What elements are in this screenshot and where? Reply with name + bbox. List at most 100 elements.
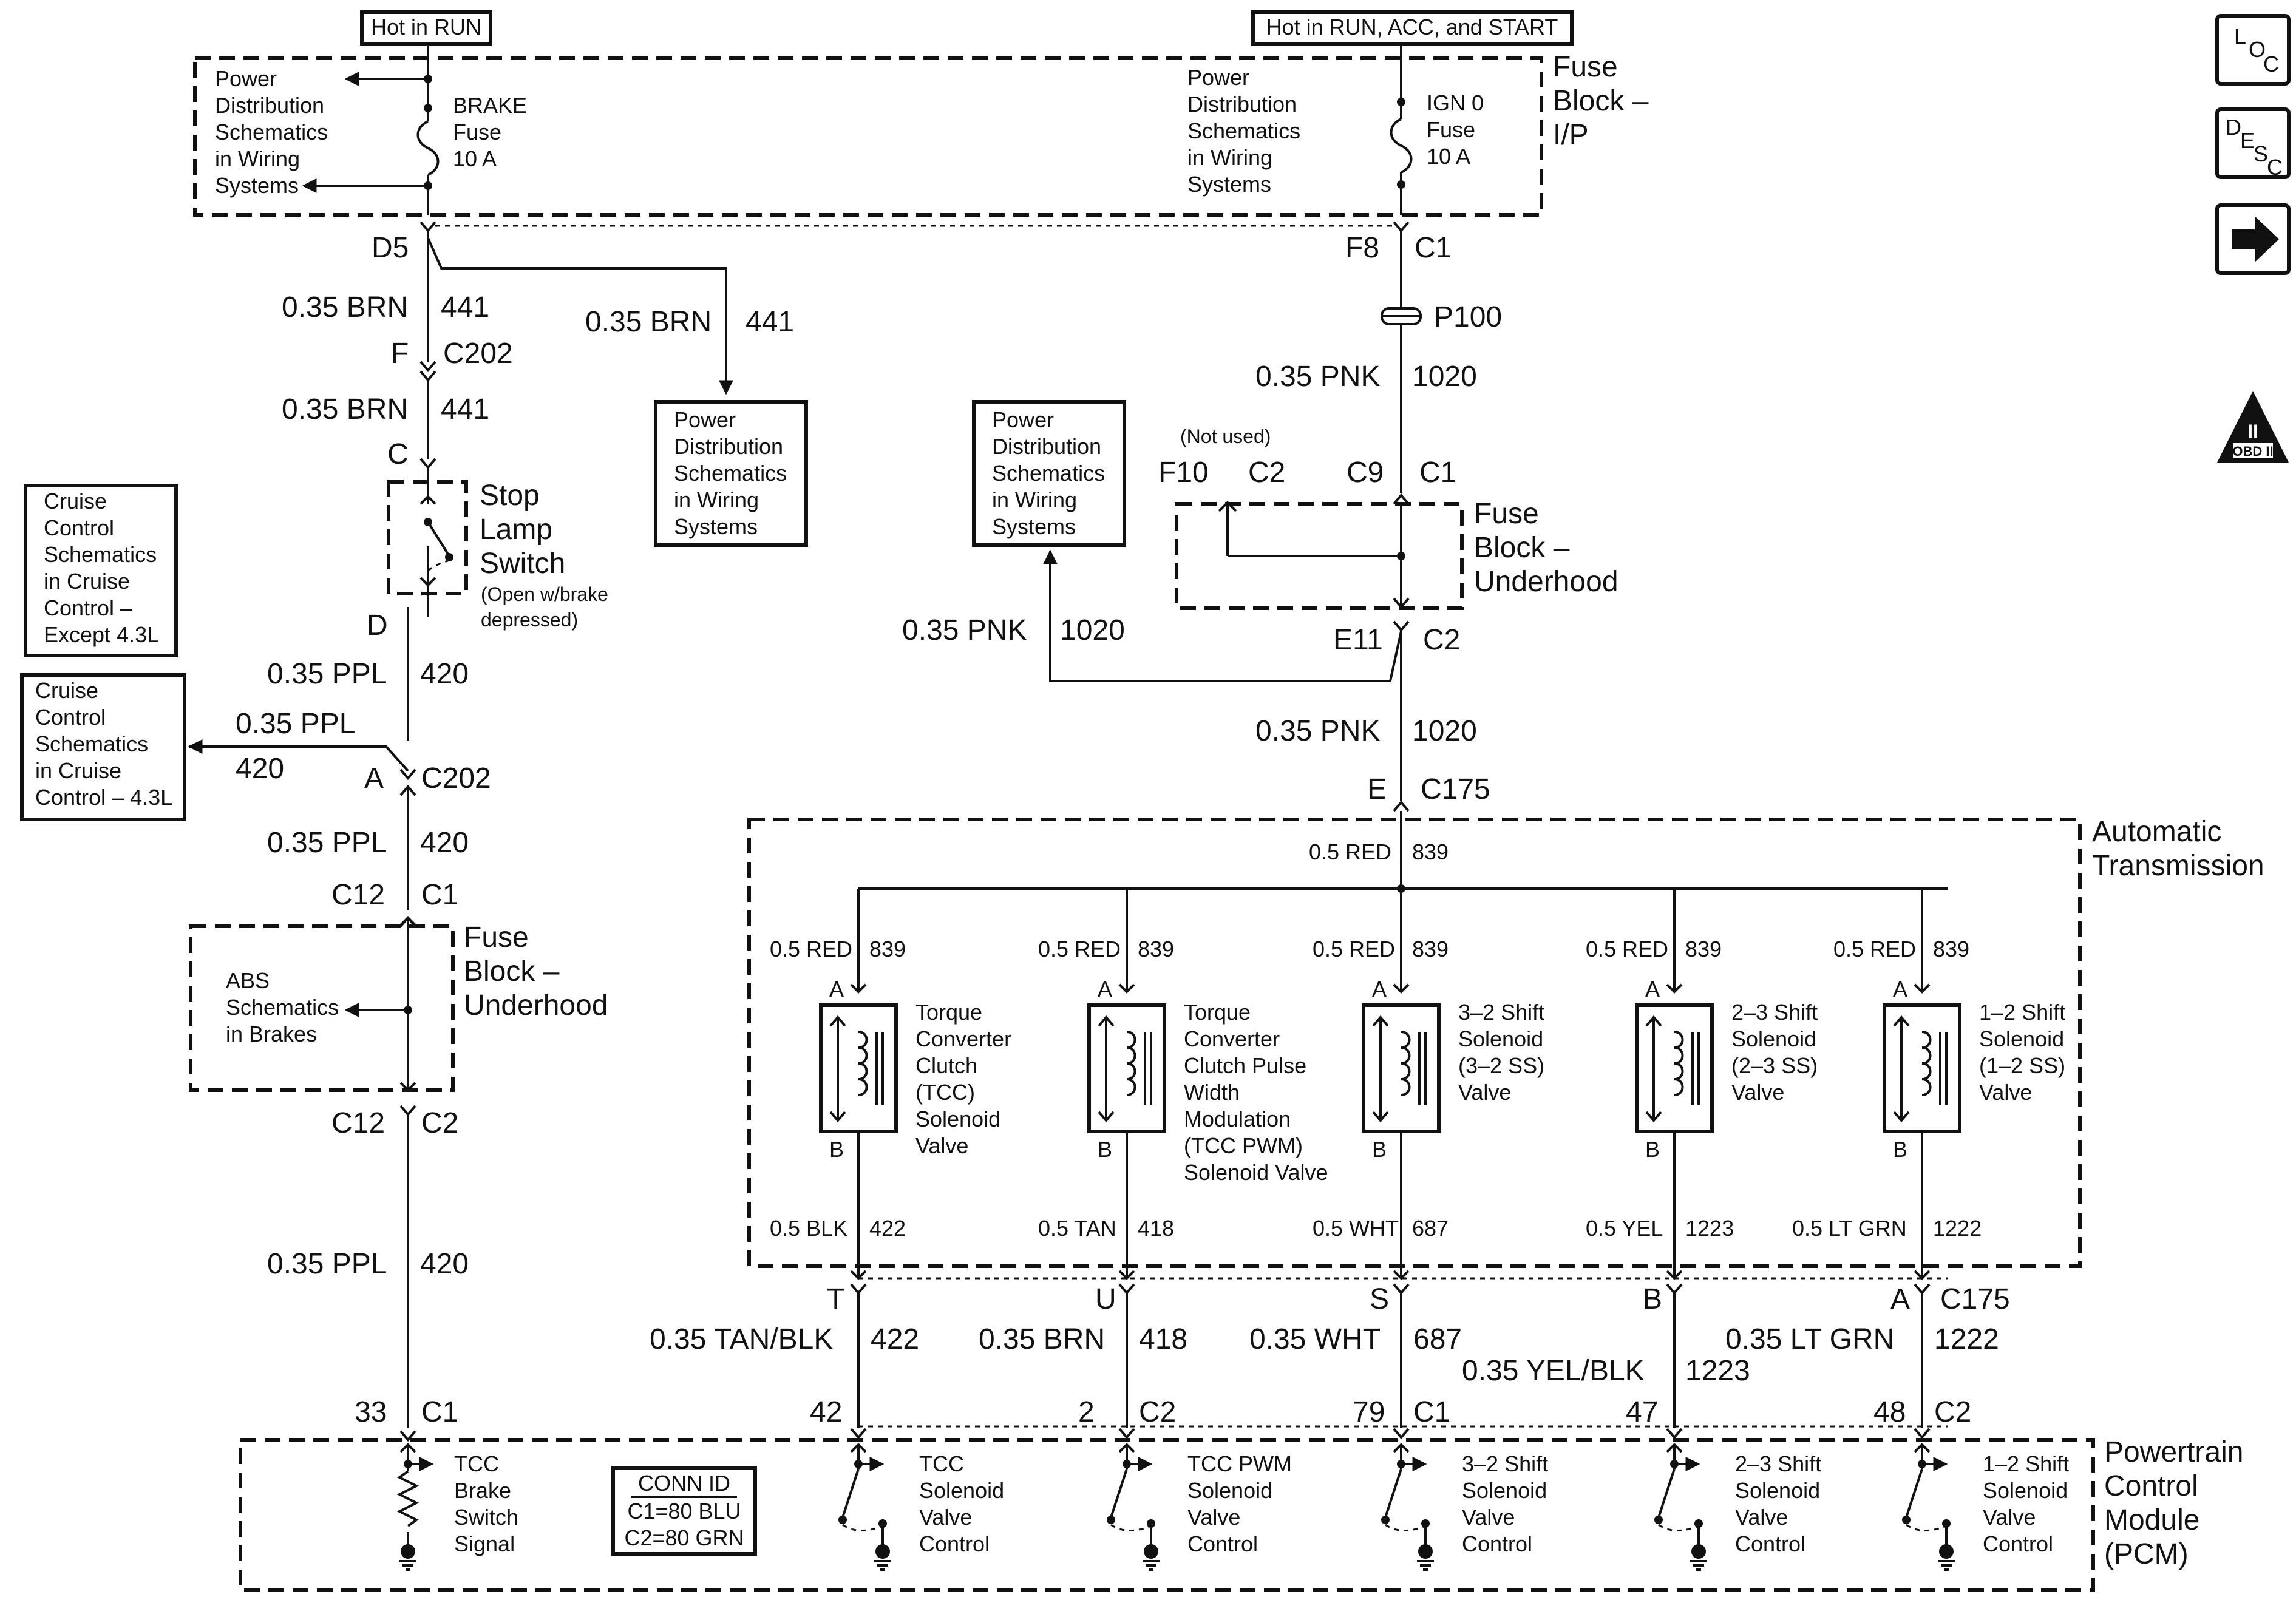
pds-reference-middle[interactable]: Power Distribution Schematics in Wiring … [654, 400, 808, 547]
svg-text:CONN ID: CONN ID [638, 1471, 730, 1496]
svg-text:C12: C12 [331, 879, 385, 911]
svg-text:E11: E11 [1333, 624, 1383, 656]
cruise-control-except-43-reference[interactable]: Cruise Control Schematics in Cruise Cont… [24, 484, 178, 657]
svg-text:L: L [2234, 24, 2246, 49]
svg-text:C: C [2263, 52, 2279, 76]
svg-text:BRAKE: BRAKE [453, 93, 527, 118]
svg-text:Fuse: Fuse [1427, 117, 1475, 142]
svg-text:C1: C1 [421, 1396, 458, 1428]
pcm-pin: 42 [810, 1396, 842, 1428]
svg-text:II: II [2247, 421, 2258, 442]
svg-text:O: O [2249, 37, 2266, 62]
svg-text:Schematics: Schematics [226, 995, 339, 1020]
pcm-wire-circuit: 418 [1139, 1323, 1187, 1355]
solenoid-pin-b: B [1645, 1137, 1660, 1162]
svg-text:Schematics: Schematics [674, 461, 787, 486]
pcm-pin: 47 [1626, 1396, 1658, 1428]
svg-text:Switch: Switch [454, 1505, 518, 1530]
solenoid-label-line: Solenoid Valve [1184, 1160, 1328, 1185]
pcm-control-label-line: Valve [1462, 1505, 1515, 1530]
svg-text:Power: Power [215, 66, 277, 91]
svg-text:Systems: Systems [992, 514, 1076, 539]
automatic-transmission: Automatic Transmission 0.5 RED 839 [747, 811, 2264, 1268]
cruise-control-43-reference[interactable]: Cruise Control Schematics in Cruise Cont… [20, 673, 186, 821]
svg-text:Stop: Stop [480, 480, 540, 512]
svg-text:Lamp: Lamp [480, 514, 552, 546]
svg-text:420: 420 [420, 658, 469, 690]
pcm-wire-circuit: 687 [1413, 1323, 1462, 1355]
pcm-connector: C2 [1934, 1396, 1971, 1428]
solenoid-feed-gauge: 0.5 RED [1038, 937, 1121, 961]
pcm-control-label-line: Solenoid [1983, 1478, 2068, 1503]
svg-text:Control: Control [35, 705, 106, 730]
desc-icon[interactable]: D E S C [2215, 107, 2291, 180]
svg-text:Hot in RUN, ACC, and START: Hot in RUN, ACC, and START [1266, 15, 1558, 39]
svg-text:(Not used): (Not used) [1180, 425, 1271, 447]
solenoid-pin-a: A [1372, 977, 1387, 1002]
svg-text:E: E [2240, 128, 2255, 153]
svg-text:Schematics: Schematics [44, 542, 157, 567]
c175-pin: A [1890, 1283, 1910, 1315]
svg-text:Fuse: Fuse [1474, 498, 1539, 530]
solenoid-feed-circuit: 839 [869, 937, 906, 961]
left-labels-lower: C12 C2 0.35 PPL 420 33 C1 [267, 1105, 469, 1442]
svg-text:10 A: 10 A [453, 146, 497, 171]
solenoid-label-line: (TCC PWM) [1184, 1133, 1303, 1158]
pcm-control-label-line: 2–3 Shift [1735, 1451, 1821, 1476]
pcm-wire-gauge: 0.35 TAN/BLK [650, 1323, 833, 1355]
svg-text:C202: C202 [421, 762, 491, 795]
svg-text:Schematics: Schematics [35, 731, 148, 756]
svg-text:839: 839 [1412, 839, 1449, 864]
svg-text:0.35 PNK: 0.35 PNK [1255, 715, 1380, 747]
svg-text:0.5 RED: 0.5 RED [1309, 839, 1391, 864]
svg-text:C175: C175 [1940, 1283, 2010, 1315]
pcm-connector: C1 [1413, 1396, 1450, 1428]
svg-text:Powertrain: Powertrain [2104, 1436, 2243, 1468]
loc-icon[interactable]: L O C [2215, 14, 2291, 86]
svg-text:in Wiring: in Wiring [674, 487, 759, 512]
right-labels-upper: F8 C1 P100 0.35 PNK 1020 (Not used) F10 … [1158, 232, 1502, 489]
svg-text:Block –: Block – [1553, 85, 1649, 117]
svg-text:Block –: Block – [1474, 532, 1570, 564]
svg-text:0.35 PPL: 0.35 PPL [267, 827, 387, 859]
svg-text:in Wiring: in Wiring [215, 146, 300, 171]
next-page-arrow-icon[interactable] [2215, 203, 2291, 275]
pcm-control-label-line: Solenoid [1735, 1478, 1820, 1503]
solenoid-feed-gauge: 0.5 RED [1586, 937, 1668, 961]
svg-text:Cruise: Cruise [35, 678, 98, 703]
svg-text:Block –: Block – [464, 955, 560, 988]
pcm-wire-gauge: 0.35 YEL/BLK [1462, 1355, 1645, 1387]
pcm-control-label-line: Solenoid [919, 1478, 1004, 1503]
svg-text:10 A: 10 A [1427, 144, 1470, 169]
hot-in-run-label: Hot in RUN [360, 10, 492, 46]
solenoid-feed-circuit: 839 [1138, 937, 1174, 961]
svg-text:0.35 PPL: 0.35 PPL [236, 708, 355, 740]
svg-text:C1: C1 [1419, 456, 1456, 489]
brake-fuse: BRAKE Fuse 10 A [302, 44, 527, 215]
svg-text:0.35 BRN: 0.35 BRN [282, 291, 408, 324]
left-labels-upper: D5 0.35 BRN 441 F C202 0.35 BRN 441 C 0.… [282, 232, 794, 470]
pcm-control-label-line: 1–2 Shift [1983, 1451, 2069, 1476]
svg-text:Automatic: Automatic [2092, 816, 2221, 848]
svg-text:depressed): depressed) [481, 609, 578, 631]
solenoid-return-circuit: 1223 [1685, 1216, 1734, 1241]
solenoid-label-line: Valve [915, 1133, 968, 1158]
svg-text:D: D [367, 609, 388, 642]
solenoid-label-line: (3–2 SS) [1458, 1053, 1544, 1078]
solenoid-feed-gauge: 0.5 RED [770, 937, 852, 961]
svg-text:Underhood: Underhood [1474, 566, 1618, 598]
pds-reference-right-lower[interactable]: Power Distribution Schematics in Wiring … [972, 400, 1126, 547]
solenoid-pin-a: A [1893, 977, 1907, 1002]
solenoid-pin-a: A [1098, 977, 1112, 1002]
svg-text:in Cruise: in Cruise [35, 758, 121, 783]
left-labels-mid: D 0.35 PPL 420 [267, 607, 469, 741]
svg-text:0.35 PPL: 0.35 PPL [267, 658, 387, 690]
tcc-brake-switch-signal: TCC Brake Switch Signal [396, 1443, 518, 1571]
svg-text:1020: 1020 [1412, 361, 1477, 393]
